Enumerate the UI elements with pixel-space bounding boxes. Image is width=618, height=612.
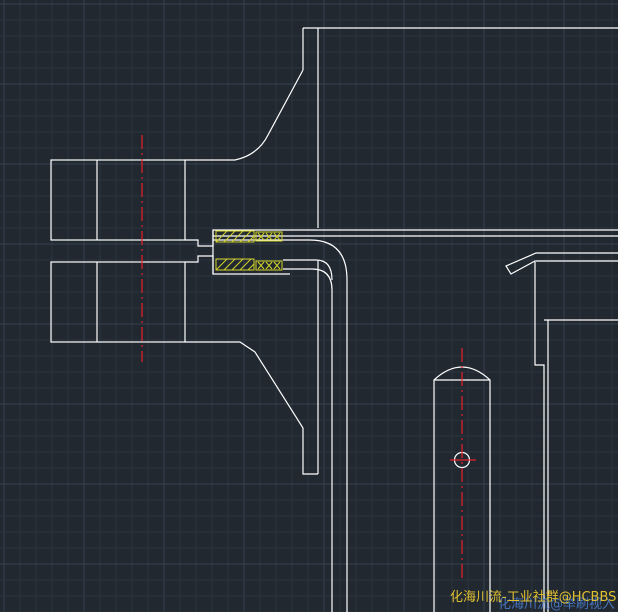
right-bracket	[505, 252, 618, 612]
watermark-secondary: 化海川流@举刷视入	[498, 597, 616, 612]
pipe-bend-outer	[213, 239, 348, 612]
flange-upper	[50, 159, 186, 241]
centerlines	[141, 135, 476, 580]
drawing-geometry	[50, 27, 618, 612]
watermark-primary: 化海川流-工业社群@HCBBS	[450, 590, 617, 605]
pipe-bend-inner	[283, 268, 333, 612]
flange-lower	[50, 261, 186, 343]
hatch-seal	[215, 230, 283, 271]
neck	[185, 229, 618, 247]
lower-housing	[185, 341, 318, 475]
main-housing	[185, 27, 618, 228]
